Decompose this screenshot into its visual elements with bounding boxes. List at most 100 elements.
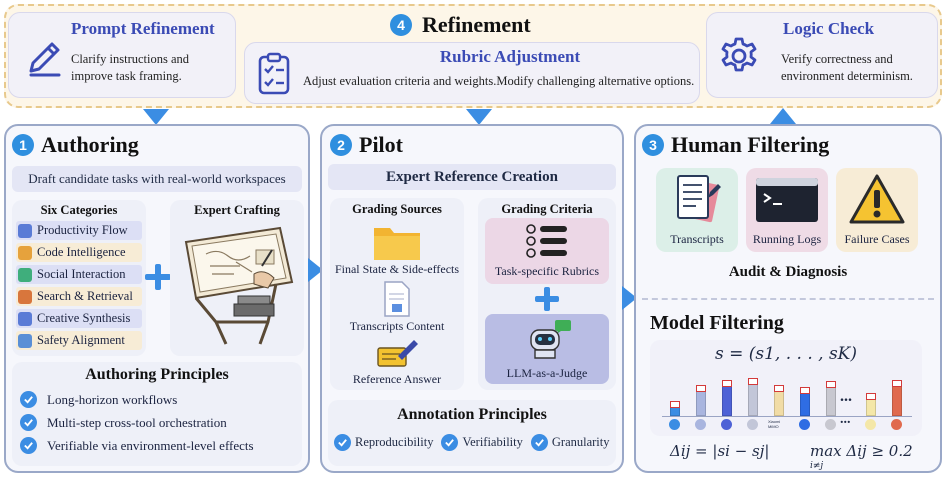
delta-formula-subscript: i≠j (810, 461, 824, 471)
logic-check-title: Logic Check (783, 19, 875, 38)
grading-criteria-card: Grading Criteria Task-specific Rubrics L… (478, 198, 616, 390)
authoring-principle-1-text: Long-horizon workflows (47, 391, 178, 407)
score-bar-cap (826, 381, 836, 388)
score-bar (696, 385, 706, 416)
annotation-3: Granularity (551, 435, 610, 449)
model-logo-icon (747, 419, 758, 430)
pilot-heading: 2 Pilot (330, 132, 403, 158)
score-bars (670, 366, 910, 416)
authoring-principle-2: Multi-step cross-tool orchestration (20, 411, 254, 434)
category-icon (18, 223, 32, 238)
category-label: Code Intelligence (37, 245, 126, 259)
running-logs-label: Running Logs (752, 232, 822, 246)
category-icon (18, 289, 32, 304)
annotation-2: Verifiability (462, 435, 523, 449)
arrow-up-from-human-filtering (770, 108, 796, 124)
score-vector-formula: s = (s1, . . . , sK) (714, 344, 858, 364)
model-logo-icon (669, 419, 680, 430)
logic-check-desc-1: Verify correctness and (781, 52, 893, 66)
score-bar (670, 401, 680, 416)
authoring-heading: 1 Authoring (12, 132, 139, 158)
prompt-refinement-desc-2: improve task framing. (71, 69, 182, 83)
score-bar (800, 387, 810, 416)
plus-icon-criteria (534, 286, 560, 312)
grading-sources-card: Grading Sources Final State & Side-effec… (330, 198, 464, 390)
check-icon (20, 437, 37, 454)
logic-check-card: Logic Check Verify correctness and envir… (706, 12, 938, 98)
category-label: Social Interaction (37, 267, 126, 281)
category-label: Search & Retrieval (37, 289, 133, 303)
score-bar (892, 380, 902, 416)
pilot-title: Pilot (359, 132, 403, 157)
document-icon (384, 281, 410, 317)
step-4-badge: 4 (390, 14, 412, 36)
gear-icon (721, 37, 757, 72)
terminal-icon (756, 178, 818, 222)
check-icon (334, 434, 351, 451)
transcripts-label: Transcripts (670, 232, 724, 246)
score-bar (866, 393, 876, 416)
score-bar-cap (670, 401, 680, 408)
criteria-2-label: LLM-as-a-Judge (506, 366, 588, 380)
category-icon (18, 245, 32, 260)
model-logo-icon: Xiaomi MiMO (768, 419, 781, 429)
model-logo-icon (825, 419, 836, 430)
score-card: s = (s1, . . . , sK) ... ... Xiaomi MiMO (650, 340, 922, 436)
step-2-badge: 2 (330, 134, 352, 156)
category-icon (18, 311, 32, 326)
category-item: Safety Alignment (16, 331, 142, 350)
expert-crafting-card: Expert Crafting (170, 200, 304, 356)
score-bar-cap (696, 385, 706, 392)
arrow-down-to-pilot (466, 109, 492, 125)
prompt-refinement-card: Prompt Refinement Clarify instructions a… (8, 12, 236, 98)
category-label: Creative Synthesis (37, 311, 131, 325)
score-bar-cap (866, 393, 876, 400)
model-logos: Xiaomi MiMO (669, 418, 910, 432)
drafting-table-illustration (184, 226, 294, 345)
score-bar (826, 381, 836, 416)
model-logo-icon (695, 419, 706, 430)
human-filtering-heading: 3 Human Filtering (642, 132, 829, 158)
authoring-title: Authoring (41, 132, 139, 157)
authoring-principle-3-text: Verifiable via environment-level effects (47, 437, 254, 453)
answer-pen-icon (377, 340, 418, 367)
transcripts-card: Transcripts (656, 168, 738, 252)
score-bar (722, 380, 732, 416)
check-icon (530, 434, 548, 451)
robot-icon (530, 320, 571, 359)
failure-cases-label: Failure Cases (844, 232, 910, 246)
category-item: Code Intelligence (16, 243, 142, 262)
human-filtering-title: Human Filtering (671, 132, 830, 157)
authoring-subtitle: Draft candidate tasks with real-world wo… (28, 171, 286, 186)
score-bar-cap (722, 380, 732, 387)
category-item: Productivity Flow (16, 221, 142, 240)
category-item: Creative Synthesis (16, 309, 142, 328)
authoring-principles-title: Authoring Principles (85, 366, 229, 383)
arrow-authoring-to-pilot (308, 258, 323, 282)
plus-icon-authoring (143, 262, 173, 292)
category-icon (18, 267, 32, 282)
score-bar-cap (748, 378, 758, 385)
arrow-down-to-authoring (143, 109, 169, 125)
expert-crafting-title: Expert Crafting (194, 203, 280, 217)
score-bar-cap (892, 380, 902, 387)
delta-formula-right: max Δij ≥ 0.2 (810, 442, 913, 460)
authoring-principle-2-text: Multi-step cross-tool orchestration (47, 414, 227, 430)
model-filtering-title: Model Filtering (650, 312, 784, 334)
bars-ellipsis: ... (840, 388, 852, 405)
rubrics-card: Task-specific Rubrics (485, 218, 609, 284)
folder-icon (374, 228, 420, 260)
step-1-badge: 1 (12, 134, 34, 156)
source-1-label: Final State & Side-effects (334, 262, 460, 276)
logo-ellipsis: ... (840, 412, 851, 427)
authoring-principle-1: Long-horizon workflows (20, 388, 254, 411)
logic-check-desc-2: environment determinism. (781, 69, 913, 83)
refinement-title: Refinement (422, 12, 531, 37)
check-icon (20, 414, 37, 431)
score-bar (748, 378, 758, 416)
score-bar-cap (800, 387, 810, 394)
prompt-refinement-title: Prompt Refinement (71, 19, 215, 38)
category-icon (18, 333, 32, 348)
